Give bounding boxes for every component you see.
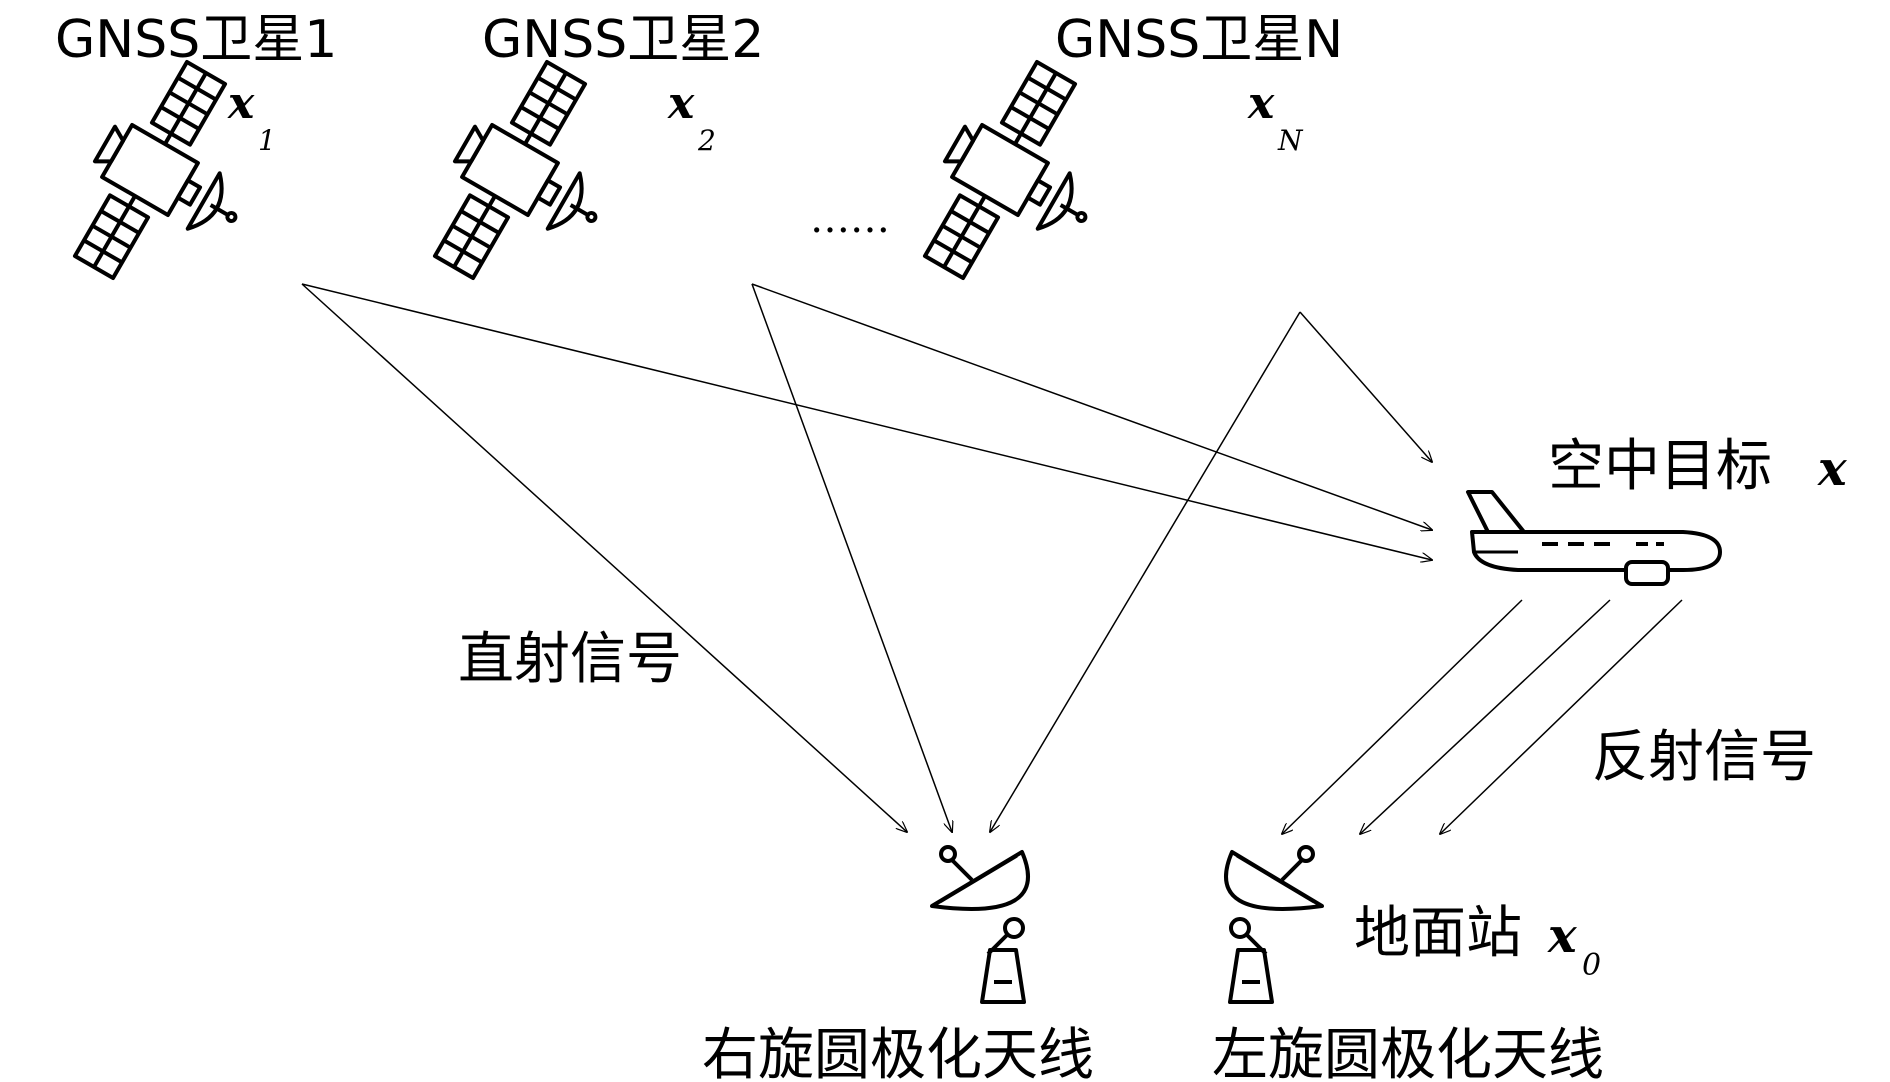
direct-signal-arrow-2 [751, 283, 952, 832]
lhcp-antenna: 左旋圆极化天线 [1212, 845, 1604, 1082]
satellite-n: GNSS卫星N x N [896, 10, 1343, 318]
satellite-ellipsis: …… [810, 196, 890, 242]
reflected-signal-arrow-1 [1282, 599, 1523, 834]
rhcp-antenna-label: 右旋圆极化天线 [702, 1023, 1094, 1082]
satellite-2-label: GNSS卫星2 [482, 10, 764, 70]
direct-signal-label: 直射信号 [458, 627, 682, 692]
satn-to-target-arrow [1299, 311, 1432, 462]
satellite-1-var: x [227, 78, 255, 129]
ground-station-var-sub: 0 [1582, 948, 1601, 983]
satellite-2: GNSS卫星2 x 2 [406, 10, 764, 318]
signal-paths [301, 283, 1683, 834]
reflected-signal-arrow-2 [1360, 599, 1611, 834]
satellite-n-label: GNSS卫星N [1055, 10, 1343, 70]
rhcp-antenna: 右旋圆极化天线 [702, 845, 1094, 1082]
lhcp-antenna-label: 左旋圆极化天线 [1212, 1023, 1604, 1082]
ground-station: 地面站 x 0 [1354, 901, 1601, 983]
satellite-2-var-sub: 2 [697, 124, 716, 157]
aerial-target: 空中目标 x [1466, 434, 1848, 586]
satellite-2-var: x [667, 78, 695, 129]
satellite-1-label: GNSS卫星1 [55, 10, 337, 70]
reflected-signal-arrow-3 [1440, 599, 1683, 834]
sat1-to-target-arrow [301, 283, 1432, 560]
ground-station-label: 地面站 [1354, 901, 1522, 966]
satellite-1-var-sub: 1 [258, 124, 276, 157]
direct-signal-arrow-n [990, 311, 1301, 832]
sat2-to-target-arrow [751, 283, 1432, 530]
target-var: x [1817, 441, 1848, 497]
direct-signal-arrow-1 [301, 283, 907, 832]
satellite-1: GNSS卫星1 x 1 [46, 10, 337, 318]
reflected-signal-label: 反射信号 [1592, 725, 1816, 790]
satellite-n-var: x [1247, 78, 1275, 129]
ground-station-var: x [1547, 908, 1578, 964]
target-label: 空中目标 [1548, 434, 1772, 499]
satellite-n-var-sub: N [1277, 124, 1304, 157]
